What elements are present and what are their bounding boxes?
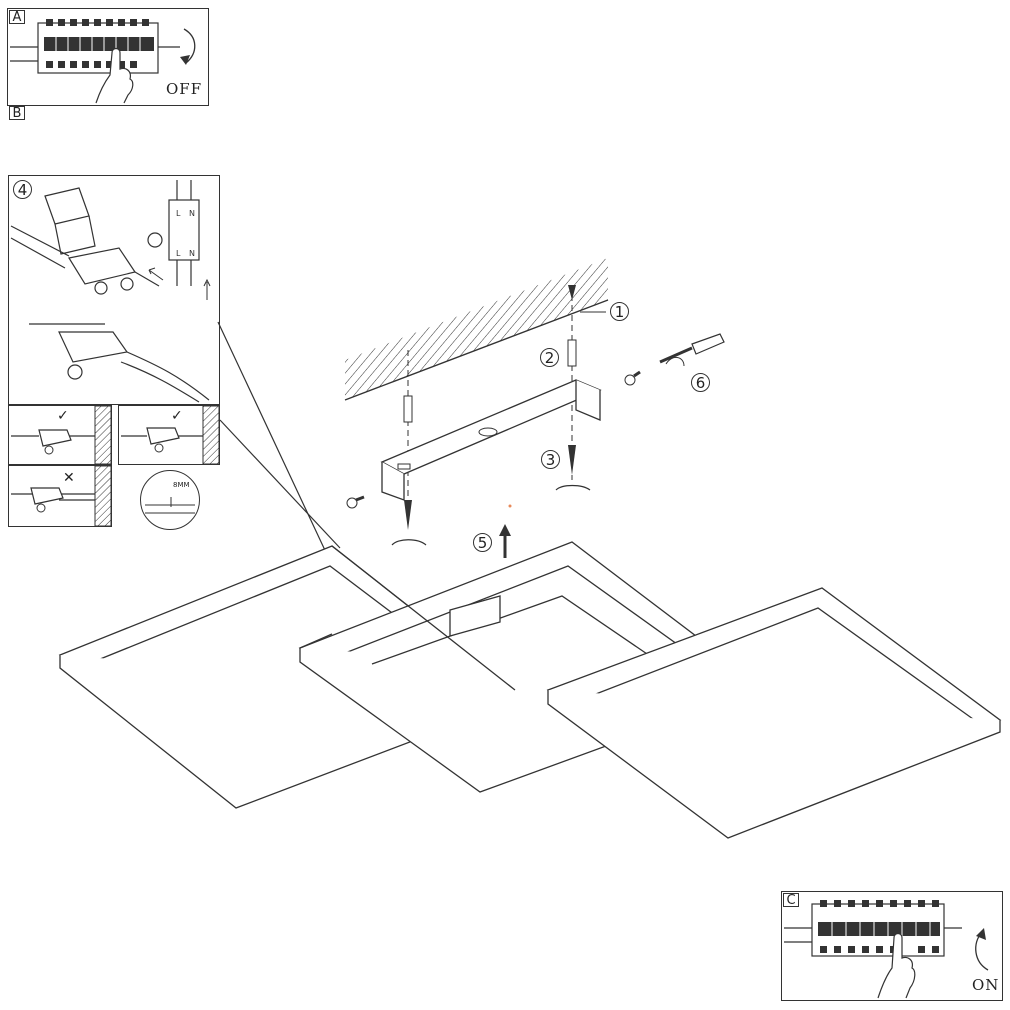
lamp-right-square bbox=[546, 587, 1002, 839]
accent-dot bbox=[508, 504, 512, 508]
breaker-on-panel: C ON bbox=[781, 891, 1003, 1001]
wiring-illustration: L N L N bbox=[10, 180, 211, 403]
wiring-panel: L N L N 4 bbox=[8, 175, 220, 405]
wiring-correct-1: ✓ bbox=[8, 405, 112, 465]
ceiling bbox=[345, 258, 608, 400]
check-icon-2: ✓ bbox=[171, 408, 183, 424]
strip-detail-drawing bbox=[145, 497, 195, 514]
on-label: ON bbox=[972, 976, 1000, 994]
wiring-wrong: ✕ bbox=[8, 465, 112, 527]
terminal-l-top: L bbox=[176, 209, 181, 218]
strip-length-label: 8MM bbox=[173, 481, 190, 489]
step-4-label: 4 bbox=[13, 180, 32, 199]
breaker-off-panel: A OFF bbox=[7, 8, 209, 106]
step-1-label: 1 bbox=[610, 302, 629, 321]
step-2-label: 2 bbox=[540, 348, 559, 367]
panel-label-c: C bbox=[783, 893, 799, 908]
terminal-n-bottom: N bbox=[189, 249, 195, 258]
mounting-bracket bbox=[380, 379, 602, 475]
terminal-n-top: N bbox=[189, 209, 195, 218]
wiring-correct-2: ✓ bbox=[118, 405, 220, 465]
terminal-l-bottom: L bbox=[176, 249, 181, 258]
step-5-label: 5 bbox=[473, 533, 492, 552]
correct-2-drawing bbox=[121, 405, 220, 465]
check-icon-1: ✓ bbox=[57, 408, 69, 424]
breaker-on-illustration bbox=[784, 900, 989, 999]
panel-label-a: A bbox=[9, 10, 25, 25]
strip-length-detail: 8MM bbox=[140, 470, 200, 530]
cross-icon: ✕ bbox=[63, 470, 75, 486]
panel-label-b: B bbox=[9, 106, 25, 121]
step-3-label: 3 bbox=[541, 450, 560, 469]
breaker-off-illustration bbox=[10, 19, 196, 104]
off-label: OFF bbox=[166, 80, 203, 98]
step-6-label: 6 bbox=[691, 373, 710, 392]
